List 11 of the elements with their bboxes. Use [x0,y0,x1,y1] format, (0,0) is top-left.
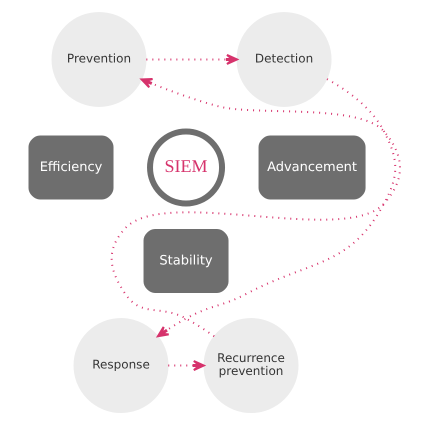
node-box: Efficiency [27,134,114,200]
node-box: Stability [142,228,230,294]
node-circle: Prevention [51,12,146,107]
node-circle: Detection [236,12,332,107]
node-circle: SIEM [146,128,225,206]
arrow [146,54,238,65]
arrow [156,78,396,338]
arrow [110,78,400,338]
arrow [168,360,204,372]
node-box: Advancement [257,134,366,200]
node-circle: Recurrence prevention [203,318,298,414]
